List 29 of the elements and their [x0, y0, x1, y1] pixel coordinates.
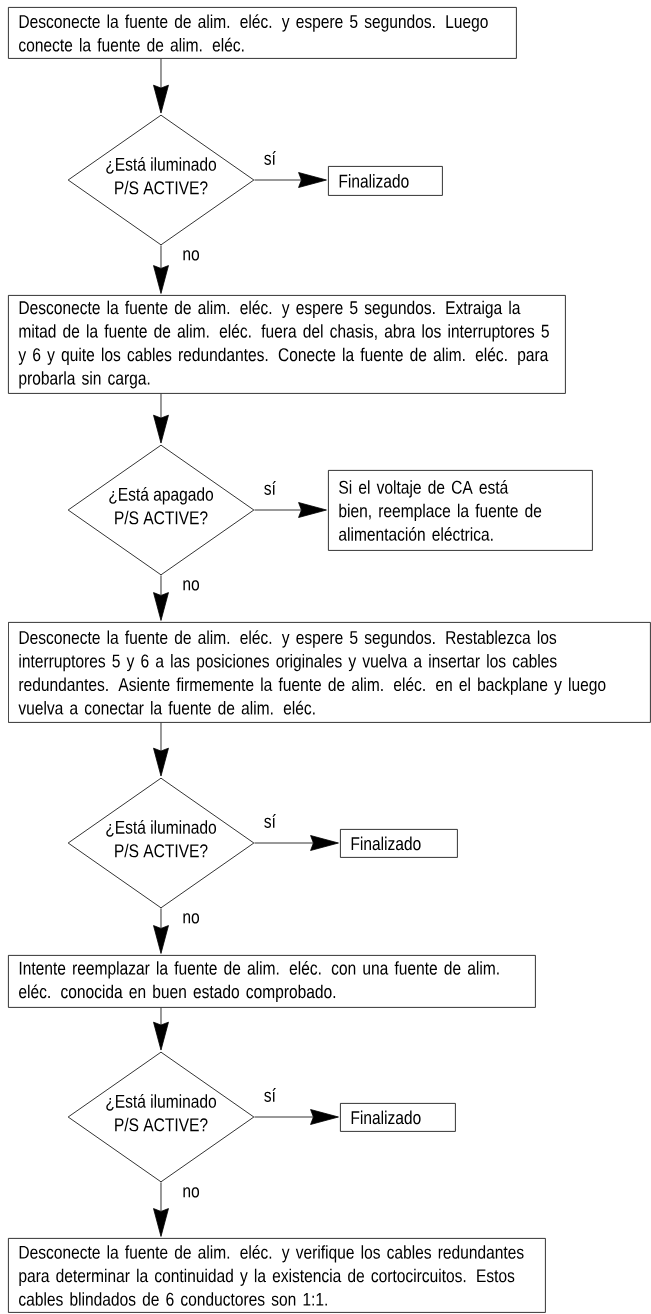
edge-label: sí: [262, 1087, 277, 1103]
edge-label: no: [181, 912, 201, 925]
arrow: [254, 172, 327, 188]
arrow: [153, 245, 169, 294]
arrow: [254, 835, 339, 851]
arrow: [153, 1007, 169, 1051]
result-box: Finalizado: [328, 166, 443, 196]
result-box: Si el voltaje de CA está bien, reemplace la fuente de alimentación eléctrica.: [328, 470, 593, 551]
arrow: [153, 575, 169, 621]
edge-label: no: [181, 1186, 201, 1199]
process-box: Desconecte la fuente de alim. eléc. y espere 5 segundos. Extraiga la mitad de la fuente de alim. eléc. fuera del chasis, abra los interruptores 5 y 6 y quite los cables redundantes. Conecte la fuente de alim. eléc. para probarla sin carga.: [8, 295, 566, 394]
edge-label: sí: [262, 150, 277, 166]
process-box: Desconecte la fuente de alim. eléc. y espere 5 segundos. Restablezca los interruptores 5 y 6 a las posiciones originales y vuelva a insertar los cables redundantes. Asiente firmemente la fuente de alim. eléc. en el backplane y luego vuelva a conectar la fuente de alim. eléc.: [8, 622, 651, 723]
edge-label: sí: [262, 813, 277, 829]
arrow: [153, 908, 169, 954]
arrow: [153, 1182, 169, 1237]
process-box: Desconecte la fuente de alim. eléc. y verifique los cables redundantes para determinar la continuidad y la existencia de cortocircuitos. Estos cables blindados de 6 conductores son 1:1.: [8, 1238, 546, 1313]
result-box: Finalizado: [340, 829, 458, 858]
edge-label: sí: [262, 480, 277, 496]
edge-label: no: [181, 249, 201, 262]
result-box: Finalizado: [340, 1103, 456, 1132]
edge-label: no: [181, 579, 201, 592]
arrow: [254, 502, 327, 518]
process-box: Desconecte la fuente de alim. eléc. y espere 5 segundos. Luego conecte la fuente de alim. eléc.: [8, 7, 517, 59]
arrow: [254, 1109, 339, 1125]
process-box: Intente reemplazar la fuente de alim. eléc. con una fuente de alim. eléc. conocida en buen estado comprobado.: [8, 955, 536, 1008]
arrow: [153, 393, 169, 444]
arrow: [153, 722, 169, 777]
arrow: [153, 58, 169, 114]
